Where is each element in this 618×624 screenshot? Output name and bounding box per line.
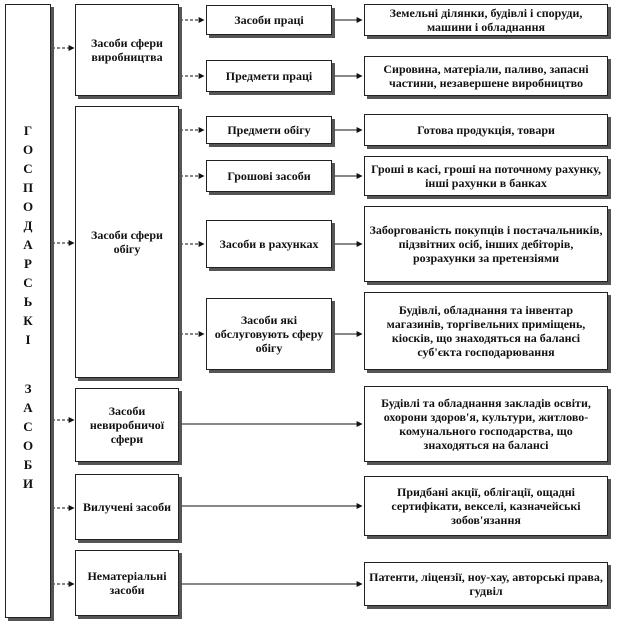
- detail-securities: Придбані акції, облігації, ощадні сертиф…: [364, 476, 608, 536]
- root-letter: П: [22, 180, 34, 195]
- root-letter: Д: [23, 218, 33, 233]
- root-letter: С: [23, 419, 33, 434]
- category-withdrawn: Вилучені засоби: [75, 474, 179, 540]
- sub-servicing-circulation: Засоби які обслуговують сферу обігу: [206, 298, 332, 370]
- root-letter: А: [23, 400, 33, 415]
- detail-intangibles: Патенти, ліцензії, ноу-хау, авторські пр…: [364, 562, 608, 606]
- root-letter: Р: [24, 256, 32, 271]
- sub-objects-of-circulation: Предмети обігу: [206, 116, 332, 144]
- detail-store-buildings: Будівлі, обладнання та інвентар магазині…: [364, 292, 608, 370]
- root-letter: Б: [23, 457, 33, 472]
- root-letter: А: [23, 237, 33, 252]
- root-letter: О: [22, 438, 34, 453]
- root-letter: С: [23, 161, 33, 176]
- sub-objects-of-labour: Предмети праці: [206, 60, 332, 92]
- root-letter: К: [23, 313, 33, 328]
- detail-finished-goods: Готова продукція, товари: [364, 114, 608, 146]
- detail-raw-materials: Сировина, матеріали, паливо, запасні час…: [364, 56, 608, 96]
- category-circulation: Засоби сфери обігу: [75, 106, 179, 378]
- sub-accounts-receivable: Засоби в рахунках: [206, 220, 332, 268]
- root-letter: З: [24, 381, 32, 396]
- category-non-production: Засоби невиробничої сфери: [75, 388, 179, 462]
- sub-cash-assets: Грошові засоби: [206, 160, 332, 192]
- detail-cash-accounts: Гроші в касі, гроші на поточному рахунку…: [364, 156, 608, 196]
- root-letter: О: [22, 199, 34, 214]
- root-letter: Г: [23, 123, 33, 138]
- sub-means-of-labour: Засоби праці: [206, 5, 332, 35]
- category-production: Засоби сфери виробництва: [75, 4, 179, 96]
- root-letter: І: [25, 332, 31, 347]
- root-letter: Ь: [23, 294, 33, 309]
- root-letter: И: [22, 476, 34, 491]
- root-letter: С: [23, 275, 33, 290]
- detail-social-facilities: Будівлі та обладнання закладів освіти, о…: [364, 386, 608, 462]
- detail-land-buildings: Земельні ділянки, будівлі і споруди, маш…: [364, 4, 608, 36]
- detail-receivables: Заборгованість покупців і постачальників…: [364, 206, 608, 282]
- root-letter: О: [22, 142, 34, 157]
- category-intangible: Нематеріальні засоби: [75, 550, 179, 616]
